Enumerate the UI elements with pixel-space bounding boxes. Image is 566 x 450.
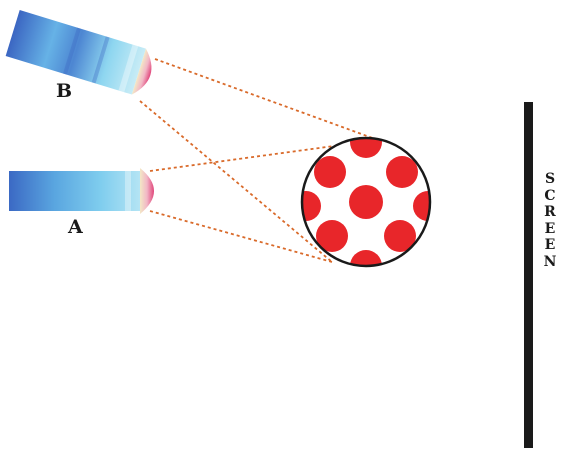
particle-circle xyxy=(300,136,432,268)
source-b-lens xyxy=(131,48,152,95)
source-a-tube xyxy=(9,168,154,214)
particle xyxy=(413,191,430,221)
source-a-lens xyxy=(140,168,154,214)
particle xyxy=(349,185,383,219)
label-source-a: A xyxy=(68,216,83,238)
particle xyxy=(384,220,416,252)
particle xyxy=(314,156,346,188)
particle xyxy=(350,138,382,158)
particle xyxy=(350,250,382,266)
screen-bar xyxy=(524,102,533,448)
ray-lines xyxy=(139,58,379,263)
particle xyxy=(302,191,321,221)
particle xyxy=(386,156,418,188)
source-b-tube xyxy=(5,10,152,95)
particle xyxy=(316,220,348,252)
screen-label: SCREEN xyxy=(543,171,557,270)
label-source-b: B xyxy=(56,80,73,102)
ray-b-upper xyxy=(154,58,379,141)
ray-b-lower xyxy=(139,100,333,263)
ray-a-upper xyxy=(149,139,379,172)
ray-a-lower xyxy=(149,210,333,263)
